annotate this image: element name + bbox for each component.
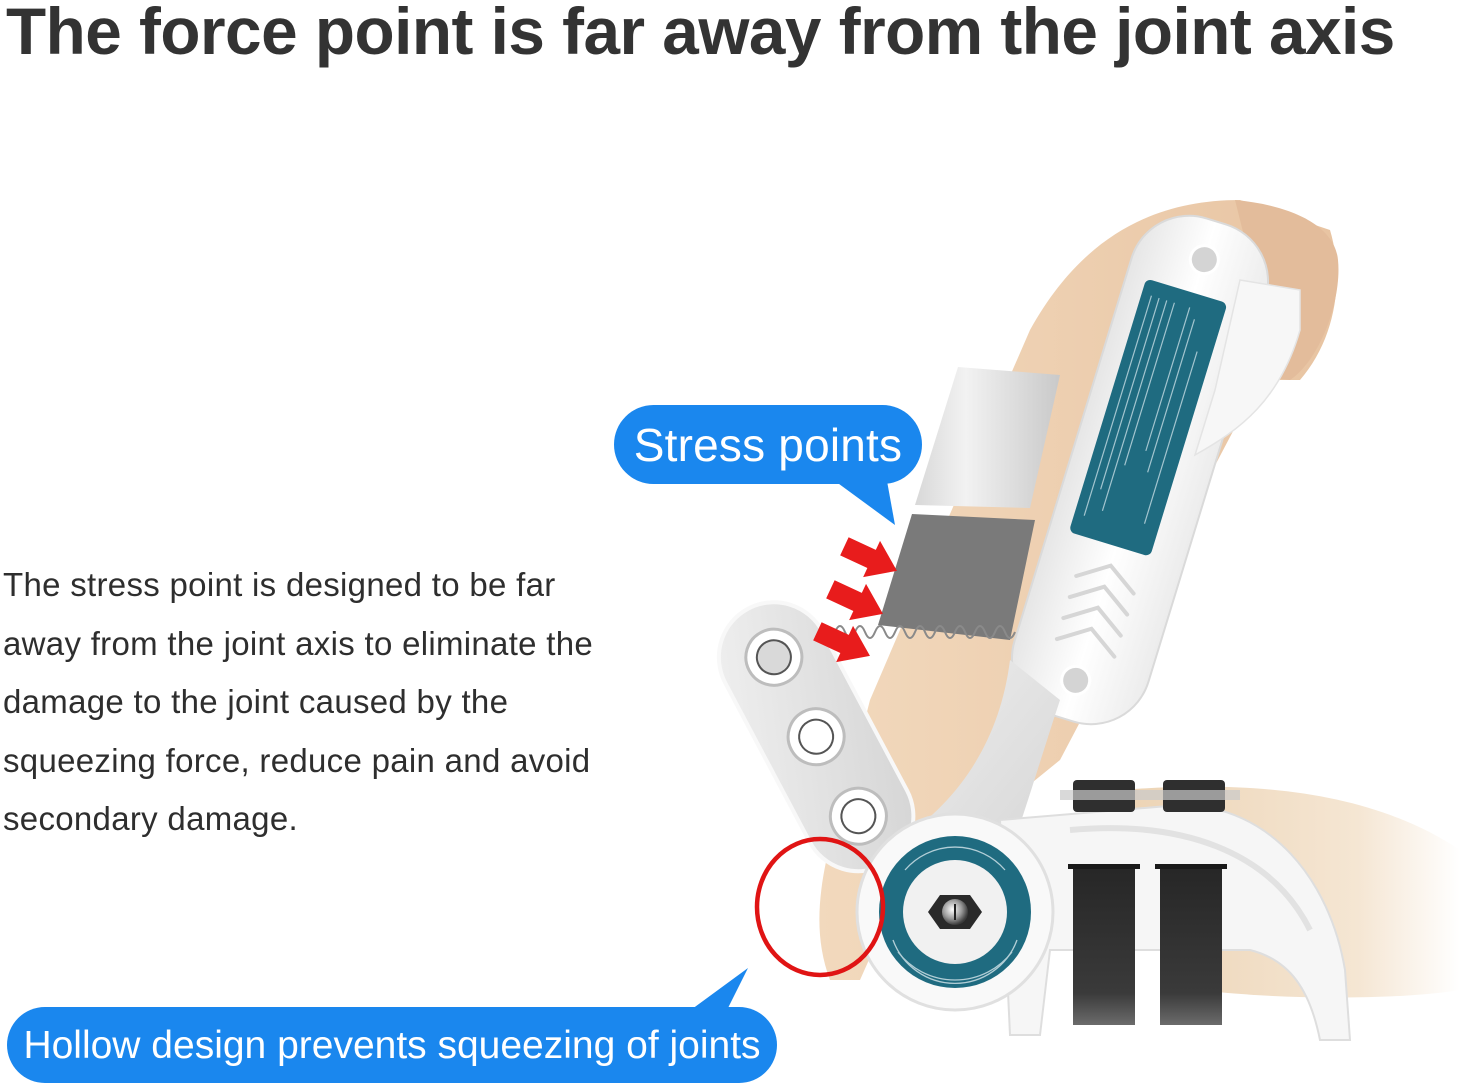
lower-pad [878,514,1035,640]
screw-top [1188,244,1220,276]
stress-points-callout: Stress points [614,405,922,484]
force-arrow-2 [826,580,883,621]
stress-points-label: Stress points [633,418,903,471]
adjustment-bracket [716,600,916,874]
strap-2 [1160,865,1222,1025]
description-line: away from the joint axis to eliminate th… [3,624,594,662]
force-arrow-1 [840,537,897,578]
grip-chevrons [1054,563,1136,659]
strap-1 [1073,865,1135,1025]
hollow-design-callout: Hollow design prevents squeezing of join… [7,1007,777,1083]
adjustment-hole-1 [744,627,804,687]
description-line: damage to the joint caused by the [3,683,509,720]
joint-highlight-circle [754,836,886,978]
adjustment-hole-3 [828,786,888,846]
description-line: The stress point is designed to be far [3,566,556,603]
force-arrows [813,537,897,663]
adjustment-hole-2 [786,707,846,767]
hollow-design-label: Hollow design prevents squeezing of join… [23,1024,761,1067]
product-label-panel [1070,279,1227,556]
description-line: secondary damage. [3,800,298,837]
description-text: The stress point is designed to be far a… [3,556,693,849]
hinge-disc [855,812,1055,1012]
hollow-bubble-tail [688,968,748,1012]
main-bar [1010,214,1270,726]
force-arrow-3 [813,622,870,663]
hand-rest [1193,279,1301,457]
description-line: squeezing force, reduce pain and avoid [3,741,591,779]
upper-pad [915,367,1060,508]
screw-bottom [1060,664,1092,696]
headline: The force point is far away from the joi… [6,0,1395,68]
